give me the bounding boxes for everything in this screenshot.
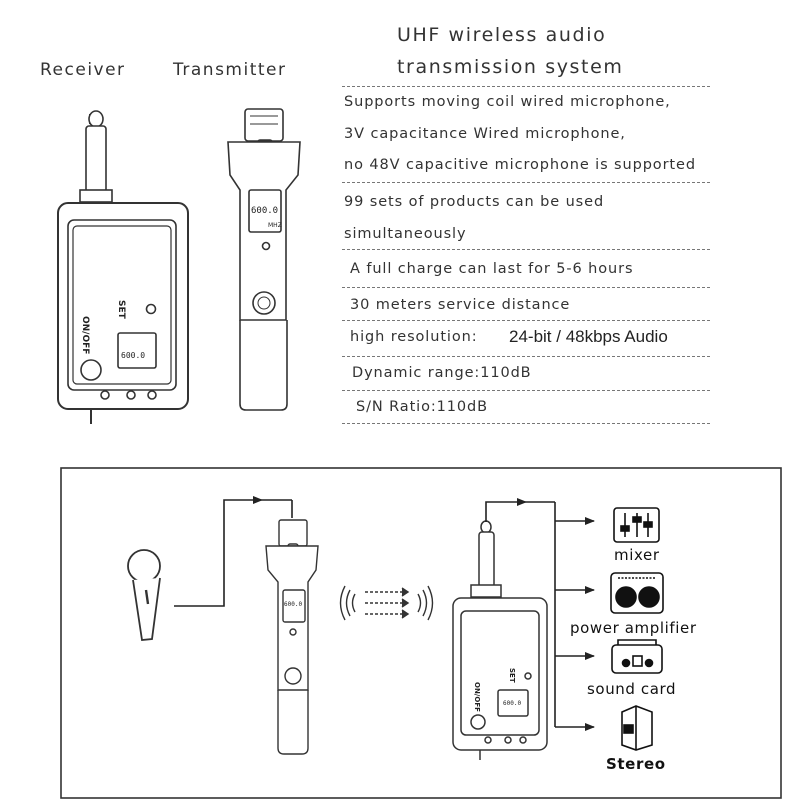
transmitter-label: Transmitter xyxy=(173,60,287,80)
spec-line: 99 sets of products can be used xyxy=(344,194,605,210)
wireless-signal-icon xyxy=(339,585,434,621)
transmitter-device-small xyxy=(265,519,319,755)
spec-line: Dynamic range:110dB xyxy=(352,365,532,381)
small-receiver-display-value: 600.0 xyxy=(503,700,522,707)
mixer-icon xyxy=(613,507,660,543)
receiver-device xyxy=(57,110,189,424)
set-label: SET xyxy=(116,300,126,319)
speaker-icon xyxy=(621,705,653,751)
spec-line-emphasis: 24-bit / 48kbps Audio xyxy=(509,327,668,346)
receiver-display-value: 600.0 xyxy=(121,351,146,360)
transmitter-display-unit: MHZ xyxy=(268,222,282,229)
sound-card-icon xyxy=(611,639,663,674)
output-label-power-amplifier: power amplifier xyxy=(570,619,697,637)
spec-line: S/N Ratio:110dB xyxy=(356,399,488,415)
small-transmitter-display-value: 600.0 xyxy=(284,601,303,608)
title-line-1: UHF wireless audio xyxy=(397,24,607,46)
spec-line: Supports moving coil wired microphone, xyxy=(344,94,671,110)
separator xyxy=(342,287,710,288)
microphone-icon xyxy=(127,549,161,641)
title-line-2: transmission system xyxy=(397,56,624,78)
separator xyxy=(342,356,710,357)
separator xyxy=(342,182,710,183)
spec-line: no 48V capacitive microphone is supporte… xyxy=(344,157,696,173)
spec-line: high resolution: xyxy=(350,329,478,345)
transmitter-display-value: 600.0 xyxy=(251,206,279,216)
spec-line: simultaneously xyxy=(344,226,467,242)
separator xyxy=(342,320,710,321)
small-onoff-label: ON/OFF xyxy=(473,682,481,712)
transmitter-device xyxy=(227,108,301,411)
output-label-stereo: Stereo xyxy=(606,755,666,773)
onoff-label: ON/OFF xyxy=(80,316,90,355)
separator xyxy=(342,390,710,391)
spec-line: 30 meters service distance xyxy=(350,297,571,313)
receiver-label: Receiver xyxy=(40,60,126,80)
receiver-device-small xyxy=(452,520,548,760)
connection-diagram-frame xyxy=(60,467,782,799)
spec-line: 3V capacitance Wired microphone, xyxy=(344,126,626,142)
separator xyxy=(342,249,710,250)
spec-line: A full charge can last for 5-6 hours xyxy=(350,261,634,277)
separator xyxy=(342,86,710,87)
amplifier-icon xyxy=(610,572,664,614)
separator xyxy=(342,423,710,424)
small-set-label: SET xyxy=(508,668,516,683)
output-label-sound-card: sound card xyxy=(587,680,677,698)
output-label-mixer: mixer xyxy=(614,546,660,564)
